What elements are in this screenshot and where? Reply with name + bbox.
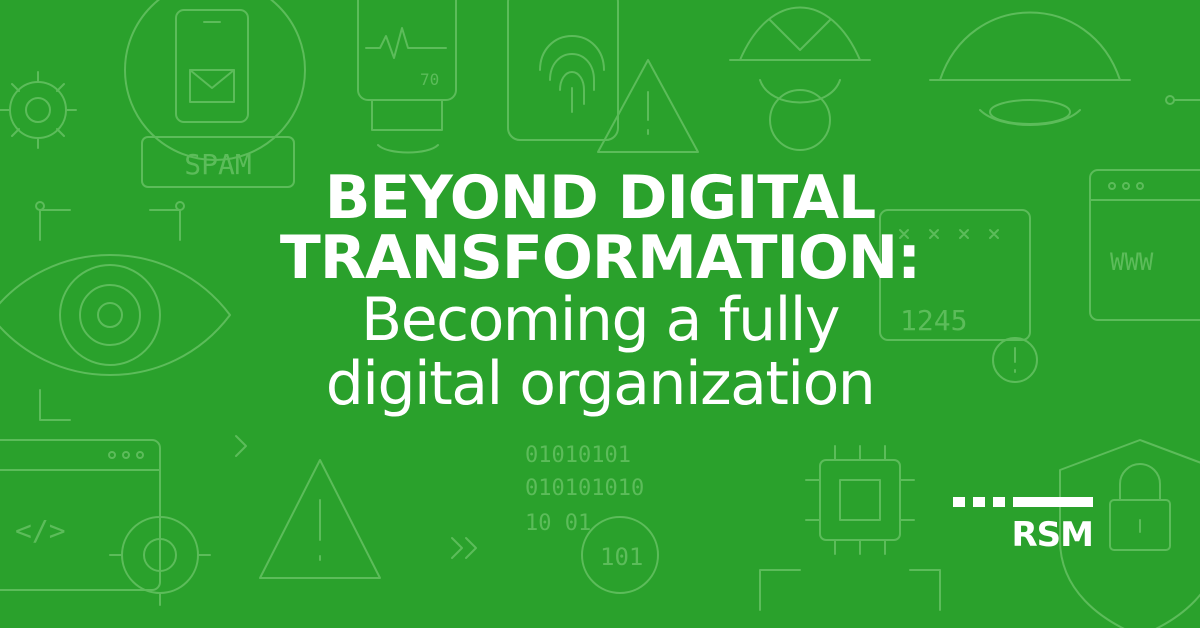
lock-icon [1059, 439, 1200, 628]
www-label: WWW [1110, 248, 1154, 276]
spam-label: SPAM [184, 148, 251, 181]
eye-icon [0, 201, 231, 421]
logo-bar-3 [993, 497, 1005, 507]
headline-line-1: BEYOND DIGITAL [324, 163, 877, 233]
logo-bar-2 [973, 497, 985, 507]
heart-rate-label: 70 [420, 70, 439, 89]
phone-mail-icon [124, 0, 306, 161]
hacker-icon [729, 6, 1131, 151]
rsm-logo: RSM [953, 497, 1094, 557]
logo-bar-1 [953, 497, 965, 507]
code-window-icon: </> [0, 439, 161, 591]
fingerprint-icon [507, 0, 619, 141]
password-icon: 1245 [879, 209, 1031, 341]
binary-row-1: 01010101 [525, 443, 631, 468]
binary-row-3: 10 01 [525, 511, 591, 536]
gear-icon-bottom [109, 504, 211, 606]
chevron-icon [235, 435, 477, 559]
warning-icon [259, 59, 699, 579]
alert-icon [992, 95, 1200, 383]
binary-row-2: 010101010 [525, 476, 644, 501]
binary-row-4: 101 [600, 543, 643, 571]
subheadline-line-2: digital organization [325, 349, 876, 419]
logo-text: RSM [1011, 515, 1094, 555]
headline: BEYOND DIGITAL TRANSFORMATION: Becoming … [0, 168, 1200, 416]
smartwatch-icon: 70 [357, 0, 457, 154]
binary-icon: 01010101 010101010 10 01 101 [525, 443, 659, 594]
subheadline-line-1: Becoming a fully [361, 285, 840, 355]
digits-label: 1245 [900, 304, 967, 337]
logo-bar-4 [1013, 497, 1093, 507]
code-label: </> [15, 514, 66, 547]
chip-icon [759, 445, 941, 611]
headline-line-2: TRANSFORMATION: [279, 223, 921, 293]
spam-icon: SPAM [141, 136, 295, 188]
gear-icon [0, 71, 77, 149]
browser-icon: WWW [1089, 169, 1200, 321]
